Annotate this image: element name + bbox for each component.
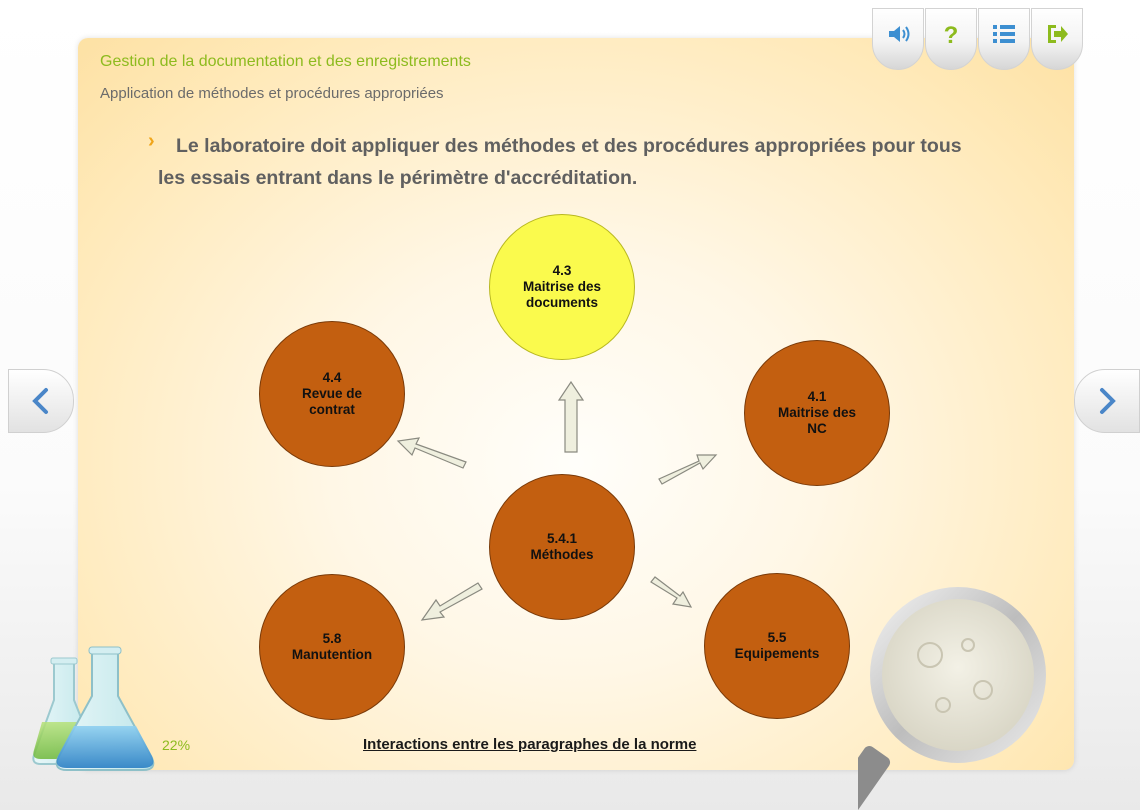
- node-number: 5.4.1: [546, 531, 578, 546]
- node-label: Equipements: [734, 646, 820, 661]
- next-button[interactable]: [1074, 369, 1140, 433]
- arrow-to-4-4: [396, 437, 467, 469]
- section-title: Gestion de la documentation et des enreg…: [100, 53, 471, 70]
- previous-button[interactable]: [8, 369, 74, 433]
- section-subtitle: Application de méthodes et procédures ap…: [100, 85, 444, 102]
- exit-icon: [1048, 25, 1068, 43]
- lead-line-1: Le laboratoire doit appliquer des méthod…: [176, 135, 962, 157]
- node-4-4[interactable]: 4.4 Revue de contrat: [259, 321, 405, 467]
- node-4-1[interactable]: 4.1 Maitrise des NC: [744, 340, 890, 486]
- node-5-8[interactable]: 5.8 Manutention: [259, 574, 405, 720]
- node-label: contrat: [309, 402, 355, 417]
- speaker-icon: [889, 26, 910, 42]
- node-4-3[interactable]: 4.3 Maitrise des documents: [489, 214, 635, 360]
- node-label: Méthodes: [530, 547, 594, 562]
- chevron-right-icon: [1100, 388, 1116, 414]
- help-button[interactable]: ?: [925, 8, 977, 70]
- lead-text: Le laboratoire doit appliquer des méthod…: [158, 130, 1076, 194]
- arrow-to-4-1: [658, 454, 718, 485]
- lead-line-2: les essais entrant dans le périmètre d'a…: [158, 167, 638, 189]
- magnifier-icon: [858, 587, 1046, 810]
- progress-percent: 22%: [162, 737, 191, 753]
- node-label: Maitrise des: [777, 405, 857, 420]
- node-label: Maitrise des: [522, 279, 602, 294]
- arrow-to-5-8: [420, 582, 483, 621]
- node-number: 4.1: [807, 389, 827, 404]
- audio-button[interactable]: [872, 8, 924, 70]
- chevron-right-icon: ›: [148, 130, 155, 152]
- node-label: Manutention: [291, 647, 373, 662]
- help-icon: ?: [944, 22, 959, 47]
- node-label: documents: [525, 295, 598, 310]
- node-label: Revue de: [301, 386, 363, 401]
- toolbar: ?: [872, 8, 1084, 72]
- node-number: 5.8: [322, 631, 342, 646]
- node-number: 4.4: [322, 370, 342, 385]
- node-number: 4.3: [552, 263, 572, 278]
- node-5-4-1-center[interactable]: 5.4.1 Méthodes: [489, 474, 635, 620]
- node-number: 5.5: [767, 630, 787, 645]
- menu-list-icon: [993, 25, 1015, 43]
- node-5-5[interactable]: 5.5 Equipements: [704, 573, 850, 719]
- arrow-to-5-5: [650, 576, 693, 608]
- arrow-to-4-3: [557, 380, 585, 453]
- menu-button[interactable]: [978, 8, 1030, 70]
- chevron-left-icon: [32, 388, 48, 414]
- node-label: NC: [807, 421, 827, 436]
- svg-text:?: ?: [944, 22, 959, 47]
- flasks-illustration-icon: [32, 646, 155, 771]
- diagram-caption: Interactions entre les paragraphes de la…: [363, 736, 697, 753]
- exit-button[interactable]: [1031, 8, 1083, 70]
